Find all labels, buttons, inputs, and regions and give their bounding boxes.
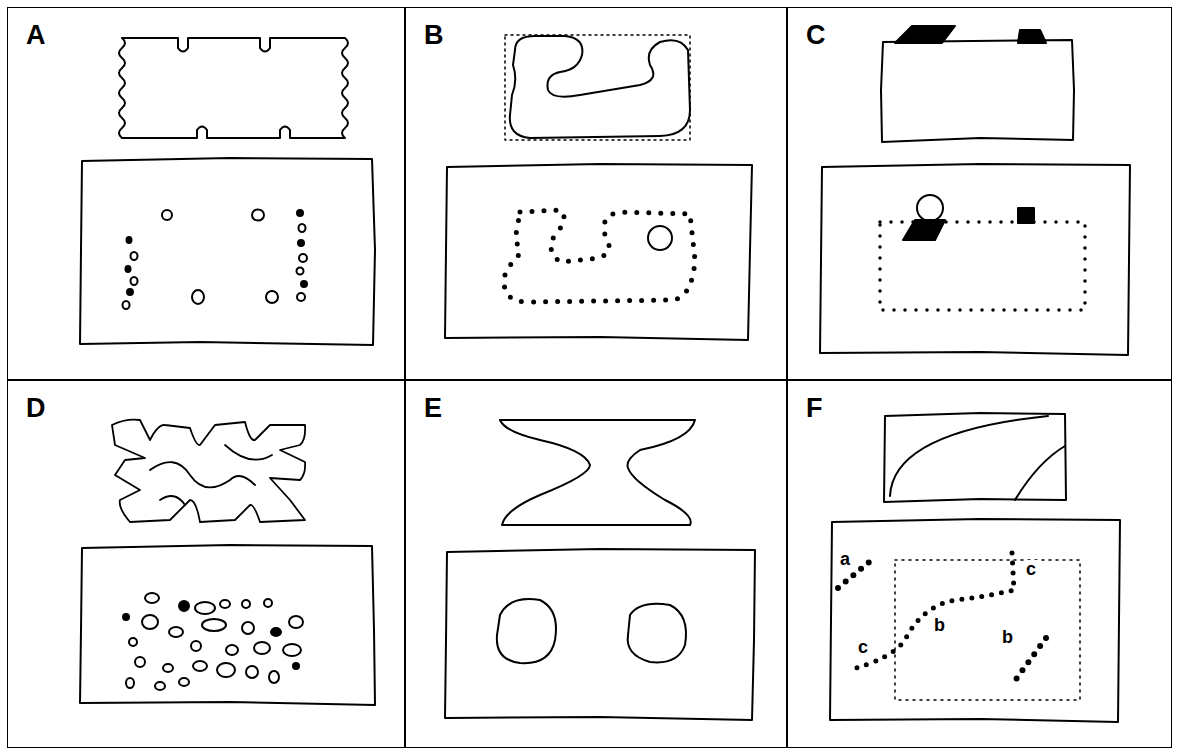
panel-letter: D [26,395,46,422]
postholes [123,210,308,310]
posthole-line [848,553,1014,670]
plan-panel: E [405,380,787,748]
plan-panel: A [7,7,405,380]
scattered-pits [123,593,303,690]
lobed-outline [510,36,690,138]
meander-inner [160,496,185,505]
outline-plan-b [445,35,752,340]
outline-plan-c [820,26,1130,355]
excavation-frame [80,545,375,705]
pit [497,599,556,663]
outline-plan-f [830,413,1120,722]
outline-plan-a [80,38,375,345]
notched-outline [119,38,348,138]
panel-letter: E [424,395,442,422]
annex-feature [1018,208,1034,223]
pit [628,604,686,663]
pit [917,195,943,221]
plan-panel: C [787,7,1172,380]
hourglass-outline [500,420,695,525]
outline-plan-d [80,420,375,705]
pit [648,226,672,250]
feature-letter: b [932,616,947,634]
feature-letter: c [856,638,870,656]
feature-letter: a [838,550,852,568]
annex [895,26,955,43]
meander-outline [112,420,305,522]
meander-inner [150,462,255,487]
annex-feature [903,220,945,240]
boundary-curve [890,416,1048,496]
panel-letter: A [26,22,46,49]
panel-letter: C [806,22,826,49]
building-outline [881,40,1074,142]
excavation-frame [445,549,755,720]
panel-letter: F [806,395,823,422]
excavation-frame [80,158,375,345]
boundary-curve [1015,446,1065,500]
panel-letter: B [424,22,444,49]
annex [1018,30,1046,43]
posthole-line [1014,638,1046,682]
dotted-frame [895,560,1080,700]
building-outline [884,413,1066,502]
excavation-frame [445,164,752,340]
excavation-frame [820,164,1130,355]
plan-panel: D [7,380,405,748]
outline-plan-e [445,420,755,720]
excavation-frame [830,519,1120,722]
meander-inner [225,445,272,460]
posthole-line [504,210,695,302]
feature-letter: c [1024,560,1038,578]
feature-letter: b [1000,628,1015,646]
plan-panel: B [405,7,787,380]
dotted-frame [505,35,690,140]
